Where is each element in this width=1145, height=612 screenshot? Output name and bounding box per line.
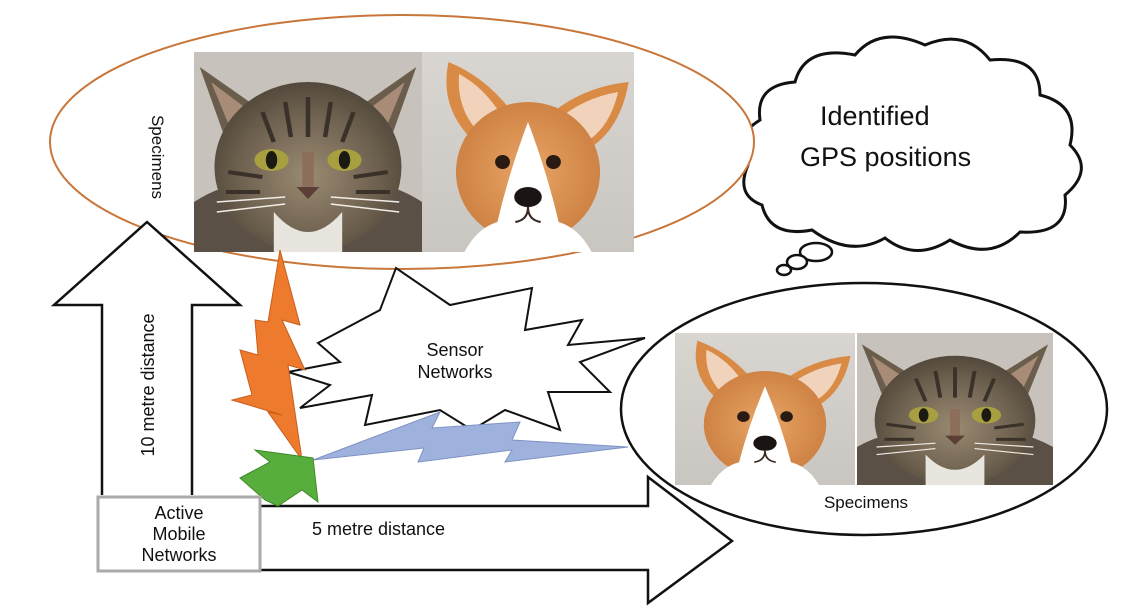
thought-bubble-medium [785, 253, 809, 271]
orange-lightning-bolt [230, 249, 306, 461]
right-specimen-group: Specimens [619, 281, 1109, 537]
blue-lightning-bolt [312, 411, 629, 463]
mobile-line-3: Networks [141, 544, 217, 565]
thought-line-2: GPS positions [800, 142, 971, 172]
cat-photo-top [194, 52, 422, 252]
vertical-distance-label: 10 metre distance [138, 313, 158, 456]
top-specimens-label: Specimens [148, 115, 167, 199]
horizontal-distance-arrow: 5 metre distance [260, 474, 735, 606]
top-specimen-group: Specimens [49, 14, 755, 270]
right-specimens-label: Specimens [824, 493, 908, 512]
thought-cloud: Identified GPS positions [738, 35, 1083, 277]
mobile-networks-box [96, 495, 262, 573]
vertical-distance-arrow: 10 metre distance [50, 220, 244, 495]
sensor-networks-burst: Sensor Networks [287, 266, 646, 432]
horizontal-distance-label: 5 metre distance [312, 519, 445, 539]
cat-photo-right [857, 333, 1053, 485]
dog-photo-right [675, 333, 855, 485]
thought-bubble-small [775, 263, 793, 277]
mobile-networks-label: Active Mobile Networks [98, 497, 260, 571]
dog-photo-top [422, 52, 634, 252]
thought-bubble-large [798, 241, 834, 263]
sensor-line-1: Sensor [426, 340, 483, 360]
sensor-line-2: Networks [417, 362, 492, 382]
green-pointer-arrow [239, 449, 319, 507]
thought-line-1: Identified [820, 101, 930, 131]
mobile-line-2: Mobile [152, 523, 206, 544]
mobile-line-1: Active [154, 502, 204, 523]
